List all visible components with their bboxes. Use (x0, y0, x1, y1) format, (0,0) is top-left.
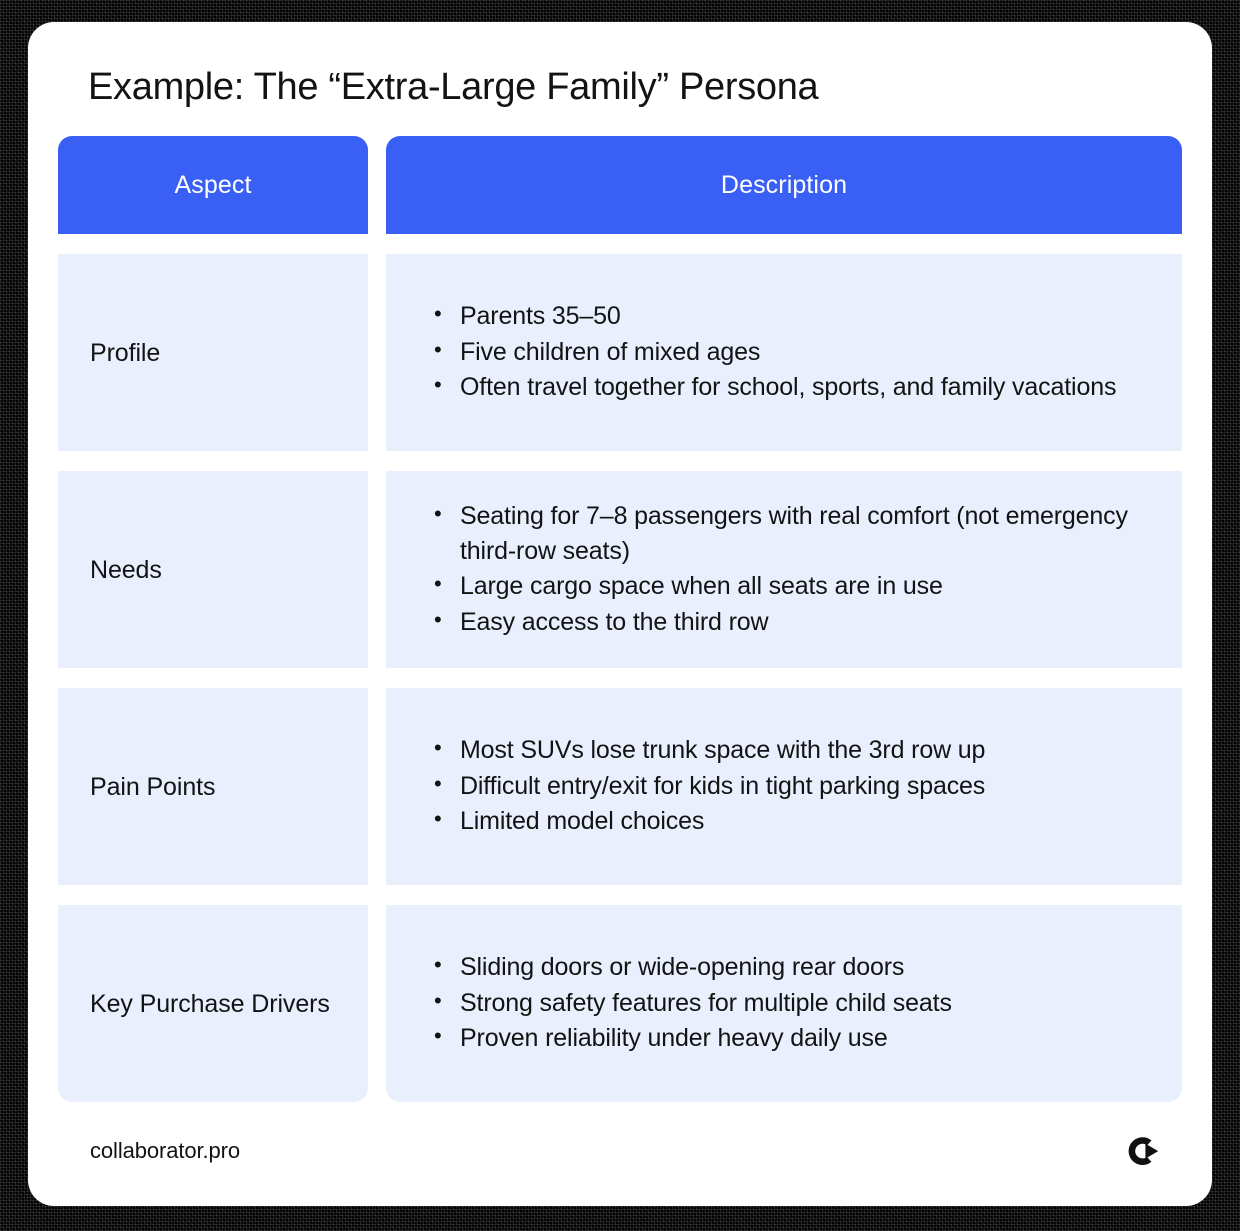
list-item: Sliding doors or wide-opening rear doors (434, 949, 1156, 985)
header-cell-description: Description (386, 136, 1182, 234)
list-item: Strong safety features for multiple chil… (434, 985, 1156, 1021)
collaborator-logo-icon (1128, 1137, 1159, 1165)
list-item: Proven reliability under heavy daily use (434, 1020, 1156, 1056)
list-item: Difficult entry/exit for kids in tight p… (434, 768, 1156, 804)
description-cell: Parents 35–50 Five children of mixed age… (386, 254, 1182, 451)
table-row: Profile Parents 35–50 Five children of m… (58, 254, 1182, 451)
content-card: Example: The “Extra-Large Family” Person… (28, 22, 1212, 1206)
list-item: Limited model choices (434, 803, 1156, 839)
aspect-label: Profile (90, 338, 161, 367)
description-bullet-list: Parents 35–50 Five children of mixed age… (386, 298, 1182, 406)
table-row: Needs Seating for 7–8 passengers with re… (58, 471, 1182, 668)
header-label-description: Description (720, 170, 848, 199)
list-item: Most SUVs lose trunk space with the 3rd … (434, 732, 1156, 768)
footer: collaborator.pro (58, 1132, 1182, 1170)
persona-table: Aspect Description Profile Parents 35–50… (58, 136, 1182, 1102)
list-item: Seating for 7–8 passengers with real com… (434, 498, 1156, 568)
aspect-cell: Pain Points (58, 688, 368, 885)
aspect-label: Key Purchase Drivers (90, 989, 330, 1018)
description-cell: Seating for 7–8 passengers with real com… (386, 471, 1182, 668)
aspect-cell: Needs (58, 471, 368, 668)
description-cell: Sliding doors or wide-opening rear doors… (386, 905, 1182, 1102)
table-header-row: Aspect Description (58, 136, 1182, 234)
description-bullet-list: Seating for 7–8 passengers with real com… (386, 498, 1182, 640)
header-label-aspect: Aspect (174, 170, 252, 199)
aspect-label: Needs (90, 555, 162, 584)
description-bullet-list: Most SUVs lose trunk space with the 3rd … (386, 732, 1182, 840)
header-cell-aspect: Aspect (58, 136, 368, 234)
table-row: Pain Points Most SUVs lose trunk space w… (58, 688, 1182, 885)
table-row: Key Purchase Drivers Sliding doors or wi… (58, 905, 1182, 1102)
list-item: Often travel together for school, sports… (434, 369, 1156, 405)
list-item: Easy access to the third row (434, 604, 1156, 640)
footer-site-label: collaborator.pro (90, 1138, 241, 1163)
description-bullet-list: Sliding doors or wide-opening rear doors… (386, 949, 1182, 1057)
list-item: Large cargo space when all seats are in … (434, 568, 1156, 604)
aspect-cell: Profile (58, 254, 368, 451)
aspect-label: Pain Points (90, 772, 216, 801)
page-title: Example: The “Extra-Large Family” Person… (88, 66, 819, 108)
description-cell: Most SUVs lose trunk space with the 3rd … (386, 688, 1182, 885)
list-item: Parents 35–50 (434, 298, 1156, 334)
aspect-cell: Key Purchase Drivers (58, 905, 368, 1102)
list-item: Five children of mixed ages (434, 334, 1156, 370)
